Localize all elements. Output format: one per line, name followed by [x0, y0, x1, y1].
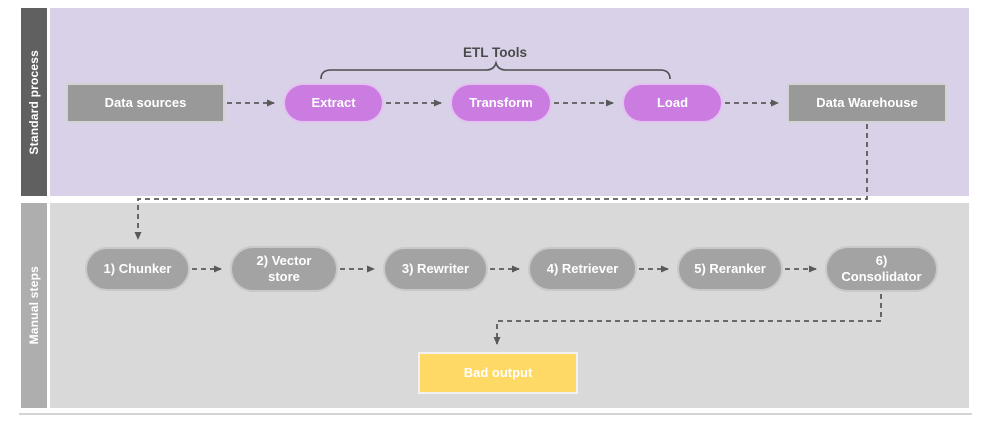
node-data-sources: Data sources: [66, 83, 225, 123]
node-vector-store-label: 2) Vector store: [256, 253, 312, 284]
node-transform: Transform: [450, 83, 552, 123]
bottom-divider-line: [19, 413, 972, 415]
node-bad-output-label: Bad output: [463, 365, 533, 380]
node-extract: Extract: [283, 83, 384, 123]
node-rewriter-label: 3) Rewriter: [401, 261, 470, 276]
node-data-warehouse: Data Warehouse: [787, 83, 947, 123]
lane-label-manual-steps-text: Manual steps: [27, 266, 41, 345]
node-transform-label: Transform: [469, 95, 533, 110]
node-consolidator: 6) Consolidator: [825, 246, 938, 292]
node-extract-label: Extract: [311, 95, 356, 110]
node-consolidator-label: 6) Consolidator: [841, 253, 922, 284]
node-load: Load: [622, 83, 723, 123]
node-reranker-label: 5) Reranker: [694, 261, 766, 276]
node-bad-output: Bad output: [418, 352, 578, 394]
node-load-label: Load: [656, 95, 689, 110]
node-rewriter: 3) Rewriter: [383, 247, 488, 291]
node-chunker: 1) Chunker: [85, 247, 190, 291]
lane-label-standard-process: Standard process: [21, 8, 47, 196]
node-reranker: 5) Reranker: [677, 247, 783, 291]
node-chunker-label: 1) Chunker: [103, 261, 172, 276]
node-retriever-label: 4) Retriever: [546, 261, 619, 276]
lane-label-manual-steps: Manual steps: [21, 203, 47, 408]
etl-tools-group-label: ETL Tools: [463, 45, 527, 60]
node-data-sources-label: Data sources: [104, 95, 187, 110]
node-retriever: 4) Retriever: [528, 247, 637, 291]
node-data-warehouse-label: Data Warehouse: [816, 95, 918, 110]
node-vector-store: 2) Vector store: [230, 246, 338, 292]
lane-label-standard-process-text: Standard process: [27, 49, 41, 155]
